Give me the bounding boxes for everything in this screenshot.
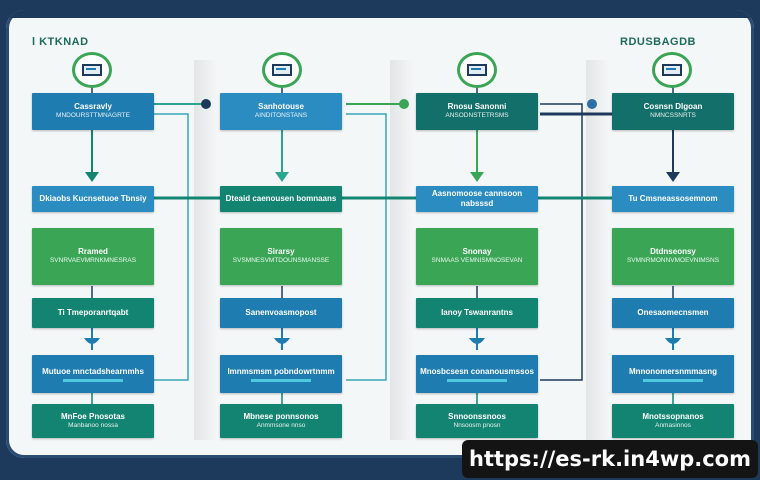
step-node[interactable]: Aasnomoose cannsoon nabsssd <box>416 186 538 212</box>
footer-title: Mnotssopnanos <box>642 411 704 421</box>
footer-title: MnFoe Pnosotas <box>60 411 125 421</box>
progress-bar <box>643 378 703 382</box>
arrow-down-icon <box>275 172 289 182</box>
arrow-down-icon <box>470 172 484 182</box>
step-label: Tu Cmsneassosemnom <box>628 194 718 203</box>
arrow-down-icon <box>665 338 681 344</box>
badge-label: Ti Tmeporanrtqabt <box>57 308 129 317</box>
monitor-icon <box>262 52 302 88</box>
progress-bar <box>63 378 123 382</box>
arrow-down-icon <box>274 338 290 344</box>
badge-label: Onesaomecnsmen <box>637 308 709 317</box>
check-node[interactable]: Mutuoe mnctadshearnmhs <box>32 355 154 393</box>
detail-card-title: Dtdnseonsy <box>650 247 696 257</box>
progress-bar <box>251 378 311 382</box>
detail-card[interactable]: Rramed SVNRVAEVMRNKMNESRAS <box>32 228 154 285</box>
column-header-title: Cassravly <box>74 102 112 112</box>
footer-sub: Anmmsone nnso <box>256 421 306 429</box>
check-label: Imnmsmsm pobndowrtnmm <box>227 366 335 376</box>
step-label: Aasnomoose cannsoon nabsssd <box>431 189 523 208</box>
column-shadow <box>586 60 610 440</box>
column-header[interactable]: Rnosu Sanonni ANSODNSTETRSMS <box>416 93 538 130</box>
column-header-title: Cosnsn Dlgoan <box>643 102 703 112</box>
connector-node <box>399 99 409 109</box>
check-label: Mutuoe mnctadshearnmhs <box>42 366 144 376</box>
step-node[interactable]: Tu Cmsneassosemnom <box>612 186 734 212</box>
column-shadow <box>390 60 414 440</box>
arrow-down-icon <box>666 172 680 182</box>
footer-node[interactable]: Mbnese ponnsonos Anmmsone nnso <box>220 404 342 438</box>
footer-title: Mbnese ponnsonos <box>243 411 319 421</box>
watermark-url: https://es-rk.in4wp.com <box>462 440 758 478</box>
badge-node[interactable]: Sanenvoasmopost <box>220 298 342 328</box>
detail-card-sub: SVMNRMONNVMOEVNIMSNS <box>626 257 720 265</box>
column-shadow <box>194 60 218 440</box>
step-node[interactable]: Dteaid caenousen bomnaans <box>220 186 342 212</box>
detail-card-title: Rramed <box>78 247 108 257</box>
detail-card-sub: SNMAAS VEMNISMNOSEVAN <box>431 257 523 265</box>
connector-node <box>201 99 211 109</box>
badge-label: Sanenvoasmopost <box>245 308 317 317</box>
footer-node[interactable]: MnFoe Pnosotas Manbanoo nossa <box>32 404 154 438</box>
detail-card-sub: SVNRVAEVMRNKMNESRAS <box>49 257 137 265</box>
detail-card[interactable]: Dtdnseonsy SVMNRMONNVMOEVNIMSNS <box>612 228 734 285</box>
step-label: Dkiaobs Kucnsetuoe Tbnsiy <box>39 194 147 203</box>
footer-sub: Manbanoo nossa <box>68 421 118 429</box>
step-label: Dteaid caenousen bomnaans <box>225 194 337 203</box>
detail-card-title: Sirarsy <box>267 247 295 257</box>
frame-top-bar <box>6 10 754 18</box>
check-label: Mnnonomersnmmasng <box>628 366 717 376</box>
monitor-icon <box>457 52 497 88</box>
check-node[interactable]: Imnmsmsm pobndowrtnmm <box>220 355 342 393</box>
badge-node[interactable]: Ianoy Tswanrantns <box>416 298 538 328</box>
footer-title: Snnoonssnoos <box>448 411 506 421</box>
column-header-title: Sanhotouse <box>258 102 304 112</box>
check-node[interactable]: Mnosbcsesn conanousmssos <box>416 355 538 393</box>
connector <box>540 103 583 381</box>
detail-card[interactable]: Snonay SNMAAS VEMNISMNOSEVAN <box>416 228 538 285</box>
connector-node <box>587 99 597 109</box>
connector <box>346 113 387 381</box>
check-label: Mnosbcsesn conanousmssos <box>420 366 534 376</box>
footer-sub: Anmasinnos <box>655 421 691 429</box>
column-header-title: Rnosu Sanonni <box>447 102 507 112</box>
check-node[interactable]: Mnnonomersnmmasng <box>612 355 734 393</box>
column-header[interactable]: Cosnsn Dlgoan NMNCSSNRTS <box>612 93 734 130</box>
title-left: l KTKNAD <box>32 36 89 48</box>
arrow-down-icon <box>85 172 99 182</box>
arrow-down-icon <box>469 338 485 344</box>
column-header-sub: MNDOURSTTMNAGRTE <box>56 112 130 120</box>
detail-card[interactable]: Sirarsy SVSMNESVMTDOUNSMANSSE <box>220 228 342 285</box>
progress-bar <box>447 378 507 382</box>
column-header[interactable]: Cassravly MNDOURSTTMNAGRTE <box>32 93 154 130</box>
column-header[interactable]: Sanhotouse AINDITONSTANS <box>220 93 342 130</box>
title-right: RDUSBAGDB <box>620 36 696 48</box>
column-header-sub: AINDITONSTANS <box>254 112 308 120</box>
connector <box>152 113 189 381</box>
footer-node[interactable]: Snnoonssnoos Nnsoosm pnosn <box>416 404 538 438</box>
column-header-sub: ANSODNSTETRSMS <box>445 112 509 120</box>
badge-node[interactable]: Ti Tmeporanrtqabt <box>32 298 154 328</box>
badge-node[interactable]: Onesaomecnsmen <box>612 298 734 328</box>
footer-node[interactable]: Mnotssopnanos Anmasinnos <box>612 404 734 438</box>
monitor-icon <box>72 52 112 88</box>
arrow-down-icon <box>84 338 100 344</box>
badge-label: Ianoy Tswanrantns <box>441 308 513 317</box>
monitor-icon <box>652 52 692 88</box>
column-header-sub: NMNCSSNRTS <box>650 112 696 120</box>
footer-sub: Nnsoosm pnosn <box>453 421 501 429</box>
detail-card-title: Snonay <box>462 247 492 257</box>
step-node[interactable]: Dkiaobs Kucnsetuoe Tbnsiy <box>32 186 154 212</box>
detail-card-sub: SVSMNESVMTDOUNSMANSSE <box>232 257 330 265</box>
